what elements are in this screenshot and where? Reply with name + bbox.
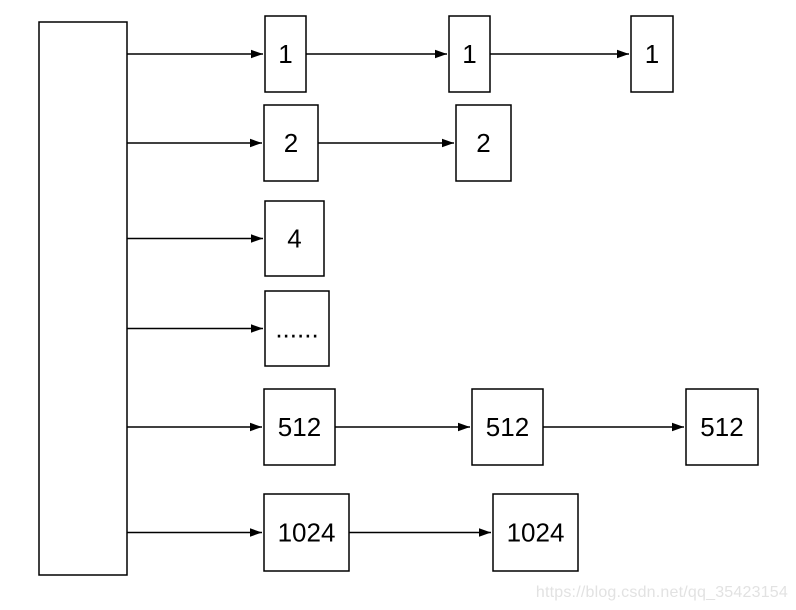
value-box-label: 4 [287,224,301,254]
value-box-label: 2 [284,128,298,158]
value-box-label: ...... [275,314,318,344]
value-box-label: 512 [700,412,743,442]
value-box-label: 1 [645,39,659,69]
node-four-1: 4 [264,200,325,277]
value-box [455,104,512,182]
value-box [471,388,544,466]
watermark: https://blog.csdn.net/qq_35423154 [535,584,788,601]
value-box [263,104,319,182]
node-one-1: 1 [264,15,307,93]
value-box [448,15,491,93]
value-box [685,388,759,466]
node-two-1: 2 [263,104,319,182]
node-source [38,21,128,576]
source-rectangle [38,21,128,576]
node-v1024-2: 1024 [492,493,579,572]
value-box [264,15,307,93]
value-box [630,15,674,93]
value-box [263,493,350,572]
value-box-label: 512 [486,412,529,442]
node-v512-3: 512 [685,388,759,466]
value-box [264,290,330,367]
value-box-label: 1024 [278,518,336,548]
node-one-2: 1 [448,15,491,93]
node-two-2: 2 [455,104,512,182]
value-box-label: 1 [462,39,476,69]
node-v512-2: 512 [471,388,544,466]
value-box [264,200,325,277]
node-v512-1: 512 [263,388,336,466]
node-dots-1: ...... [264,290,330,367]
value-box [492,493,579,572]
value-box-label: 512 [278,412,321,442]
node-v1024-1: 1024 [263,493,350,572]
value-box-label: 1024 [507,518,565,548]
value-box-label: 2 [476,128,490,158]
value-box [263,388,336,466]
value-box-label: 1 [278,39,292,69]
node-one-3: 1 [630,15,674,93]
